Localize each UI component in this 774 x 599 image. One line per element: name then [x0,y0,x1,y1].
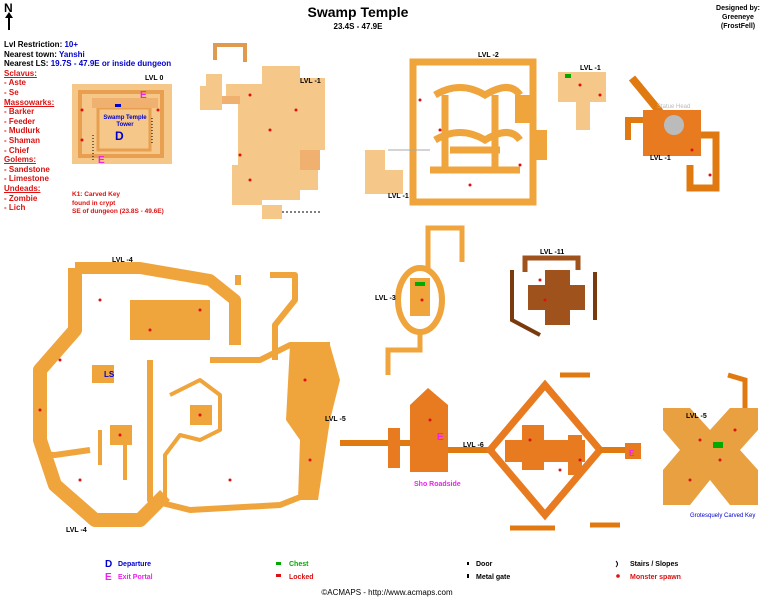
legend-departure-icon: D [105,559,112,570]
level-m2-area [409,58,537,206]
level-m1-small-area [558,72,606,130]
monster-group-title: Golems: [4,155,37,165]
label-lvl-m1-top: LVL -1 [300,78,321,85]
legend-metal-gate-label: Metal gate [476,574,510,581]
lvl-restriction-label: Lvl Restriction: [4,40,63,49]
level-m1-right-area [625,75,720,192]
legend-departure-label: Departure [118,561,151,568]
stairs-icon [615,560,618,568]
map-coords: 23.4S - 47.9E [334,22,384,31]
lvl-restriction-value: 10+ [64,40,79,49]
nearest-town-value: Yanshi [58,49,85,59]
exit-marker-lvl6: E [629,449,635,458]
label-grotesquely-carved-key: Grotesquely Carved Key [690,513,755,519]
key-note-line: K1: Carved Key [72,191,121,198]
monster-name: - Lich [4,203,26,213]
label-lvl-m1-right: LVL -1 [650,155,671,162]
monster-name: - Zombie [4,193,38,203]
door-icon [467,562,469,565]
key-note: K1: Carved Key found in crypt SE of dung… [72,191,222,217]
locked-icon [276,574,281,577]
level-m11-area [510,255,597,337]
nearest-town-label: Nearest town: [4,49,57,59]
designed-by-label: Designed by: [716,5,760,12]
label-lvl-m4-top: LVL -4 [112,257,133,264]
monster-name: - Feeder [4,116,36,126]
label-lvl-m3: LVL -3 [375,295,396,302]
legend-exit-icon: E [105,572,112,583]
nearest-ls-label: Nearest LS: [4,59,49,69]
monster-name: - Chief [4,145,29,155]
exit-marker-top: E [140,90,147,101]
label-lvl-m11: LVL -11 [540,249,564,256]
monster-group-title: Sclavus: [4,68,37,78]
level-m1-bottomleft-area [365,149,430,194]
label-lvl-m5-right: LVL -5 [686,413,707,420]
monster-name: - Limestone [4,174,49,184]
nearest-ls-value: 19.7S - 47.9E or inside dungeon [50,59,172,69]
level-m6-area: E [485,372,641,531]
level-m1-top-area [200,43,325,219]
ls-marker: LS [104,370,115,379]
metal-gate-icon [467,574,469,578]
exit-marker-roadside: E [437,432,444,443]
label-sho-roadside: Sho Roadside [414,481,461,488]
designer-server: (FrostFell) [721,23,755,30]
legend-stairs-label: Stairs / Slopes [630,561,678,568]
legend-exit-label: Exit Portal [118,574,153,581]
label-lvl-m2: LVL -2 [478,52,499,59]
legend: D Departure E Exit Portal Chest Locked D… [105,559,681,583]
footer-credit: ©ACMAPS - http://www.acmaps.com [321,588,453,597]
north-arrow-icon: N [4,1,13,30]
label-lvl-m4-bottom: LVL -4 [66,527,87,534]
label-lvl-m5-mid: LVL -5 [325,416,346,423]
level-m4-area [33,262,340,527]
exit-marker-bottom: E [98,155,105,166]
monster-name: - Sandstone [4,164,50,174]
legend-monster-label: Monster spawn [630,574,681,581]
legend-chest-label: Chest [289,561,309,568]
monster-name: - Barker [4,107,35,117]
sho-roadside-area: E [340,388,495,472]
level-m5-right-area [663,372,758,505]
label-lvl-m6: LVL -6 [463,442,484,449]
monster-spawn-icon [616,574,620,578]
label-statue-head: Statue Head [657,104,690,110]
level-m3-area [385,225,465,375]
level-m2-side-room [515,95,531,123]
monster-group-title: Undeads: [4,183,41,193]
monster-name: - Shaman [4,135,41,145]
designer-name: Greeneye [722,14,754,21]
legend-locked-label: Locked [289,574,314,581]
legend-door-label: Door [476,561,493,568]
level-m2-side-room [533,130,547,160]
label-lvl0: LVL 0 [145,75,164,82]
monster-group-title: Massowarks: [4,97,55,107]
key-note-line: SE of dungeon (23.8S - 49.6E) [72,208,164,215]
label-lvl-m1-bottomleft: LVL -1 [388,193,409,200]
monster-name: - Mudlurk [4,126,40,136]
monster-spawn-markers [38,83,737,482]
key-note-line: found in crypt [72,199,116,207]
chest-icon [276,562,281,565]
level-0-area: D E E [72,84,172,166]
monster-name: - Se [4,87,19,97]
svg-text:N: N [4,1,13,15]
label-lvl-m1-small: LVL -1 [580,65,601,72]
map-title: Swamp Temple [308,4,409,20]
info-panel: Lvl Restriction: 10+ Nearest town: Yansh… [4,40,204,213]
monster-name: - Aste [4,78,26,88]
departure-marker: D [115,129,124,143]
